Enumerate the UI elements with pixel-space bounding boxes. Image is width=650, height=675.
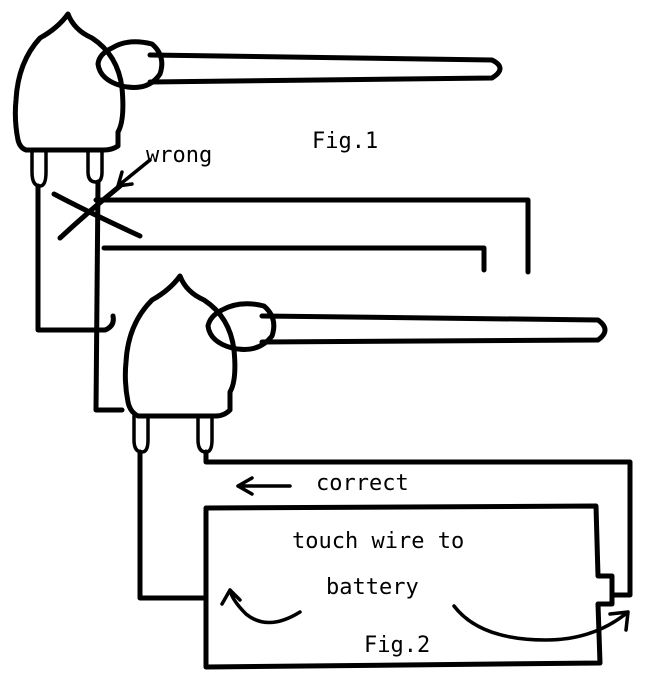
figure-2: correct touch wire to battery Fig.2: [122, 273, 633, 670]
fig1-label: Fig.1: [312, 129, 378, 154]
wrong-x-mark: [51, 183, 143, 241]
correct-label: correct: [316, 471, 409, 496]
fig2-right-wire: [203, 449, 633, 598]
fig2-label: Fig.2: [364, 633, 430, 658]
fig2-right-terminal: [196, 414, 214, 454]
correct-arrow: [236, 476, 292, 496]
fig1-outer-wire: [93, 179, 125, 413]
fig1-left-wire: [35, 183, 116, 333]
fig2-match-head: [205, 301, 277, 352]
fig2-left-terminal: [132, 414, 150, 454]
fig2-bulb: [122, 273, 238, 419]
fig1-bulb: [12, 11, 126, 153]
figure-1: wrong Fig.1: [12, 11, 531, 413]
fig1-match-head: [95, 39, 165, 90]
fig1-match-stick: [147, 52, 503, 85]
wrong-arrow: [116, 158, 152, 188]
wrong-label: wrong: [146, 143, 212, 168]
fig1-top-lead: [93, 197, 531, 275]
fig1-lower-lead: [101, 245, 487, 273]
fig1-left-terminal: [30, 148, 48, 188]
instruction-line-2: battery: [326, 575, 419, 600]
instruction-line-1: touch wire to: [292, 529, 464, 554]
fig2-match-stick: [259, 313, 608, 345]
fig2-left-wire: [137, 449, 209, 601]
left-curved-arrow: [220, 588, 302, 625]
right-curved-arrow: [452, 604, 630, 642]
battery: [203, 503, 615, 670]
fig1-right-terminal: [86, 148, 104, 184]
